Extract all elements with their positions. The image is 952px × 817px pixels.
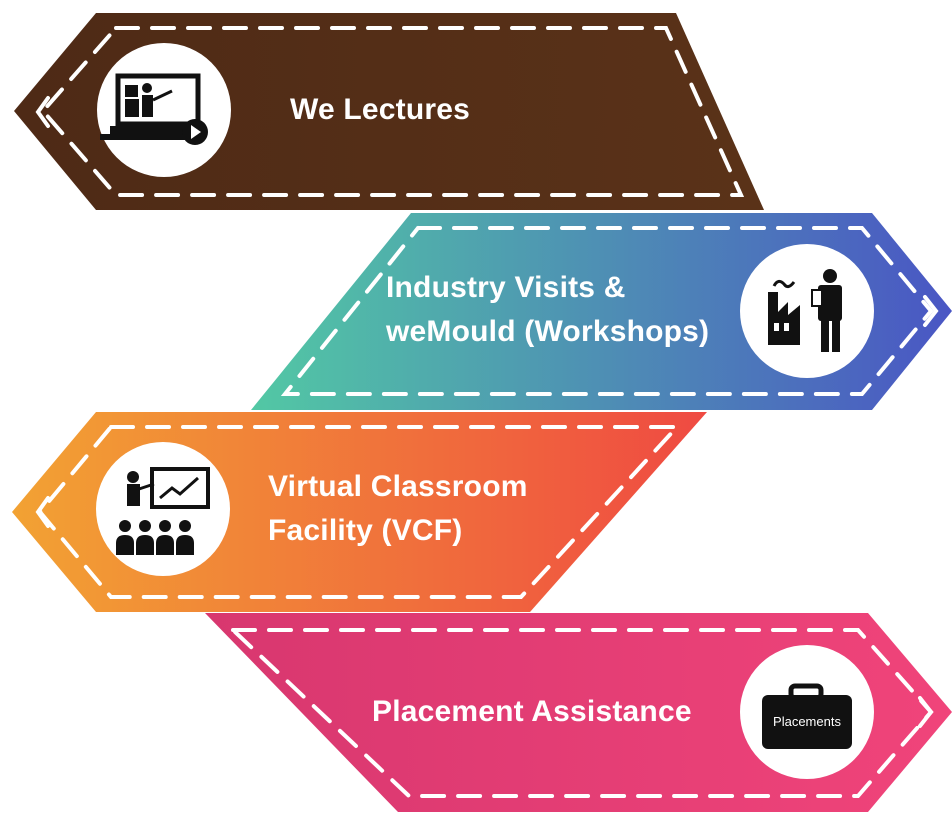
label-line: We Lectures	[290, 93, 471, 126]
label-virtual-classroom: Virtual Classroom Facility (VCF)	[268, 465, 528, 553]
virtual-classroom-icon	[96, 442, 230, 576]
right-chevron-icon	[923, 295, 939, 327]
label-line: weMould (Workshops)	[386, 315, 710, 348]
left-chevron-icon	[35, 96, 50, 128]
label-we-lectures: We Lectures	[290, 88, 470, 132]
briefcase-icon	[740, 645, 874, 779]
label-industry-visits: Industry Visits & weMould (Workshops)	[386, 266, 709, 354]
left-chevron-icon	[35, 496, 50, 528]
online-lecture-icon	[97, 43, 231, 177]
right-chevron-icon	[918, 696, 934, 728]
factory-visit-icon	[740, 244, 874, 378]
label-line: Placement Assistance	[372, 695, 692, 728]
label-line: Virtual Classroom	[268, 470, 528, 503]
placements-briefcase-text: Placements	[773, 714, 841, 729]
label-line: Industry Visits &	[386, 271, 626, 304]
label-line: Facility (VCF)	[268, 514, 463, 547]
label-placement-assistance: Placement Assistance	[372, 690, 692, 734]
